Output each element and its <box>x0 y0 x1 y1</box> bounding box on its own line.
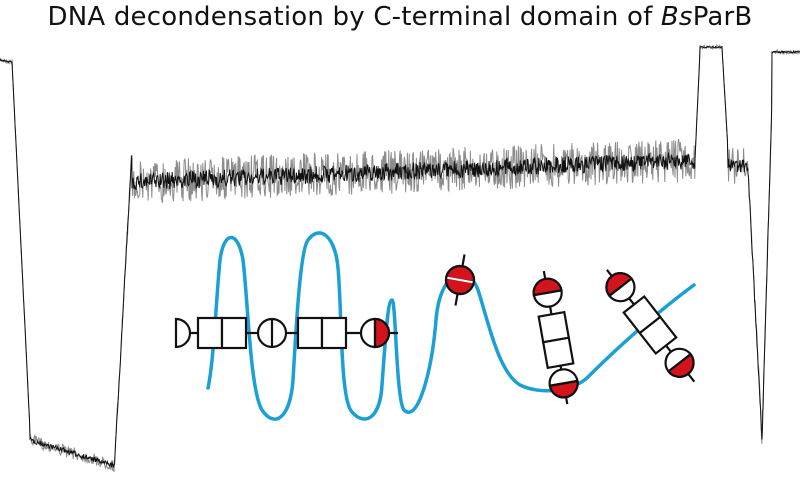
title-protein: ParB <box>692 2 753 32</box>
signal-trace <box>0 43 800 473</box>
dna-strand <box>206 231 696 421</box>
title-text: DNA decondensation by C-terminal domain … <box>47 2 661 32</box>
parb-dimer-vertical <box>532 270 579 405</box>
ctd-bound-single <box>444 254 476 306</box>
title-species: Bs <box>660 2 693 32</box>
parb-dimer-diagonal <box>605 269 696 383</box>
trace-mean-line <box>0 45 800 468</box>
trace-noise-band <box>0 43 800 473</box>
ctd-red-half <box>373 317 391 349</box>
parb-chain-condensed <box>174 316 398 350</box>
domain-box <box>220 316 248 350</box>
domain-box <box>196 316 224 350</box>
domain-box <box>320 316 348 350</box>
n-terminal-domain <box>174 317 192 349</box>
figure-title: DNA decondensation by C-terminal domain … <box>0 2 800 32</box>
domain-box <box>296 316 324 350</box>
